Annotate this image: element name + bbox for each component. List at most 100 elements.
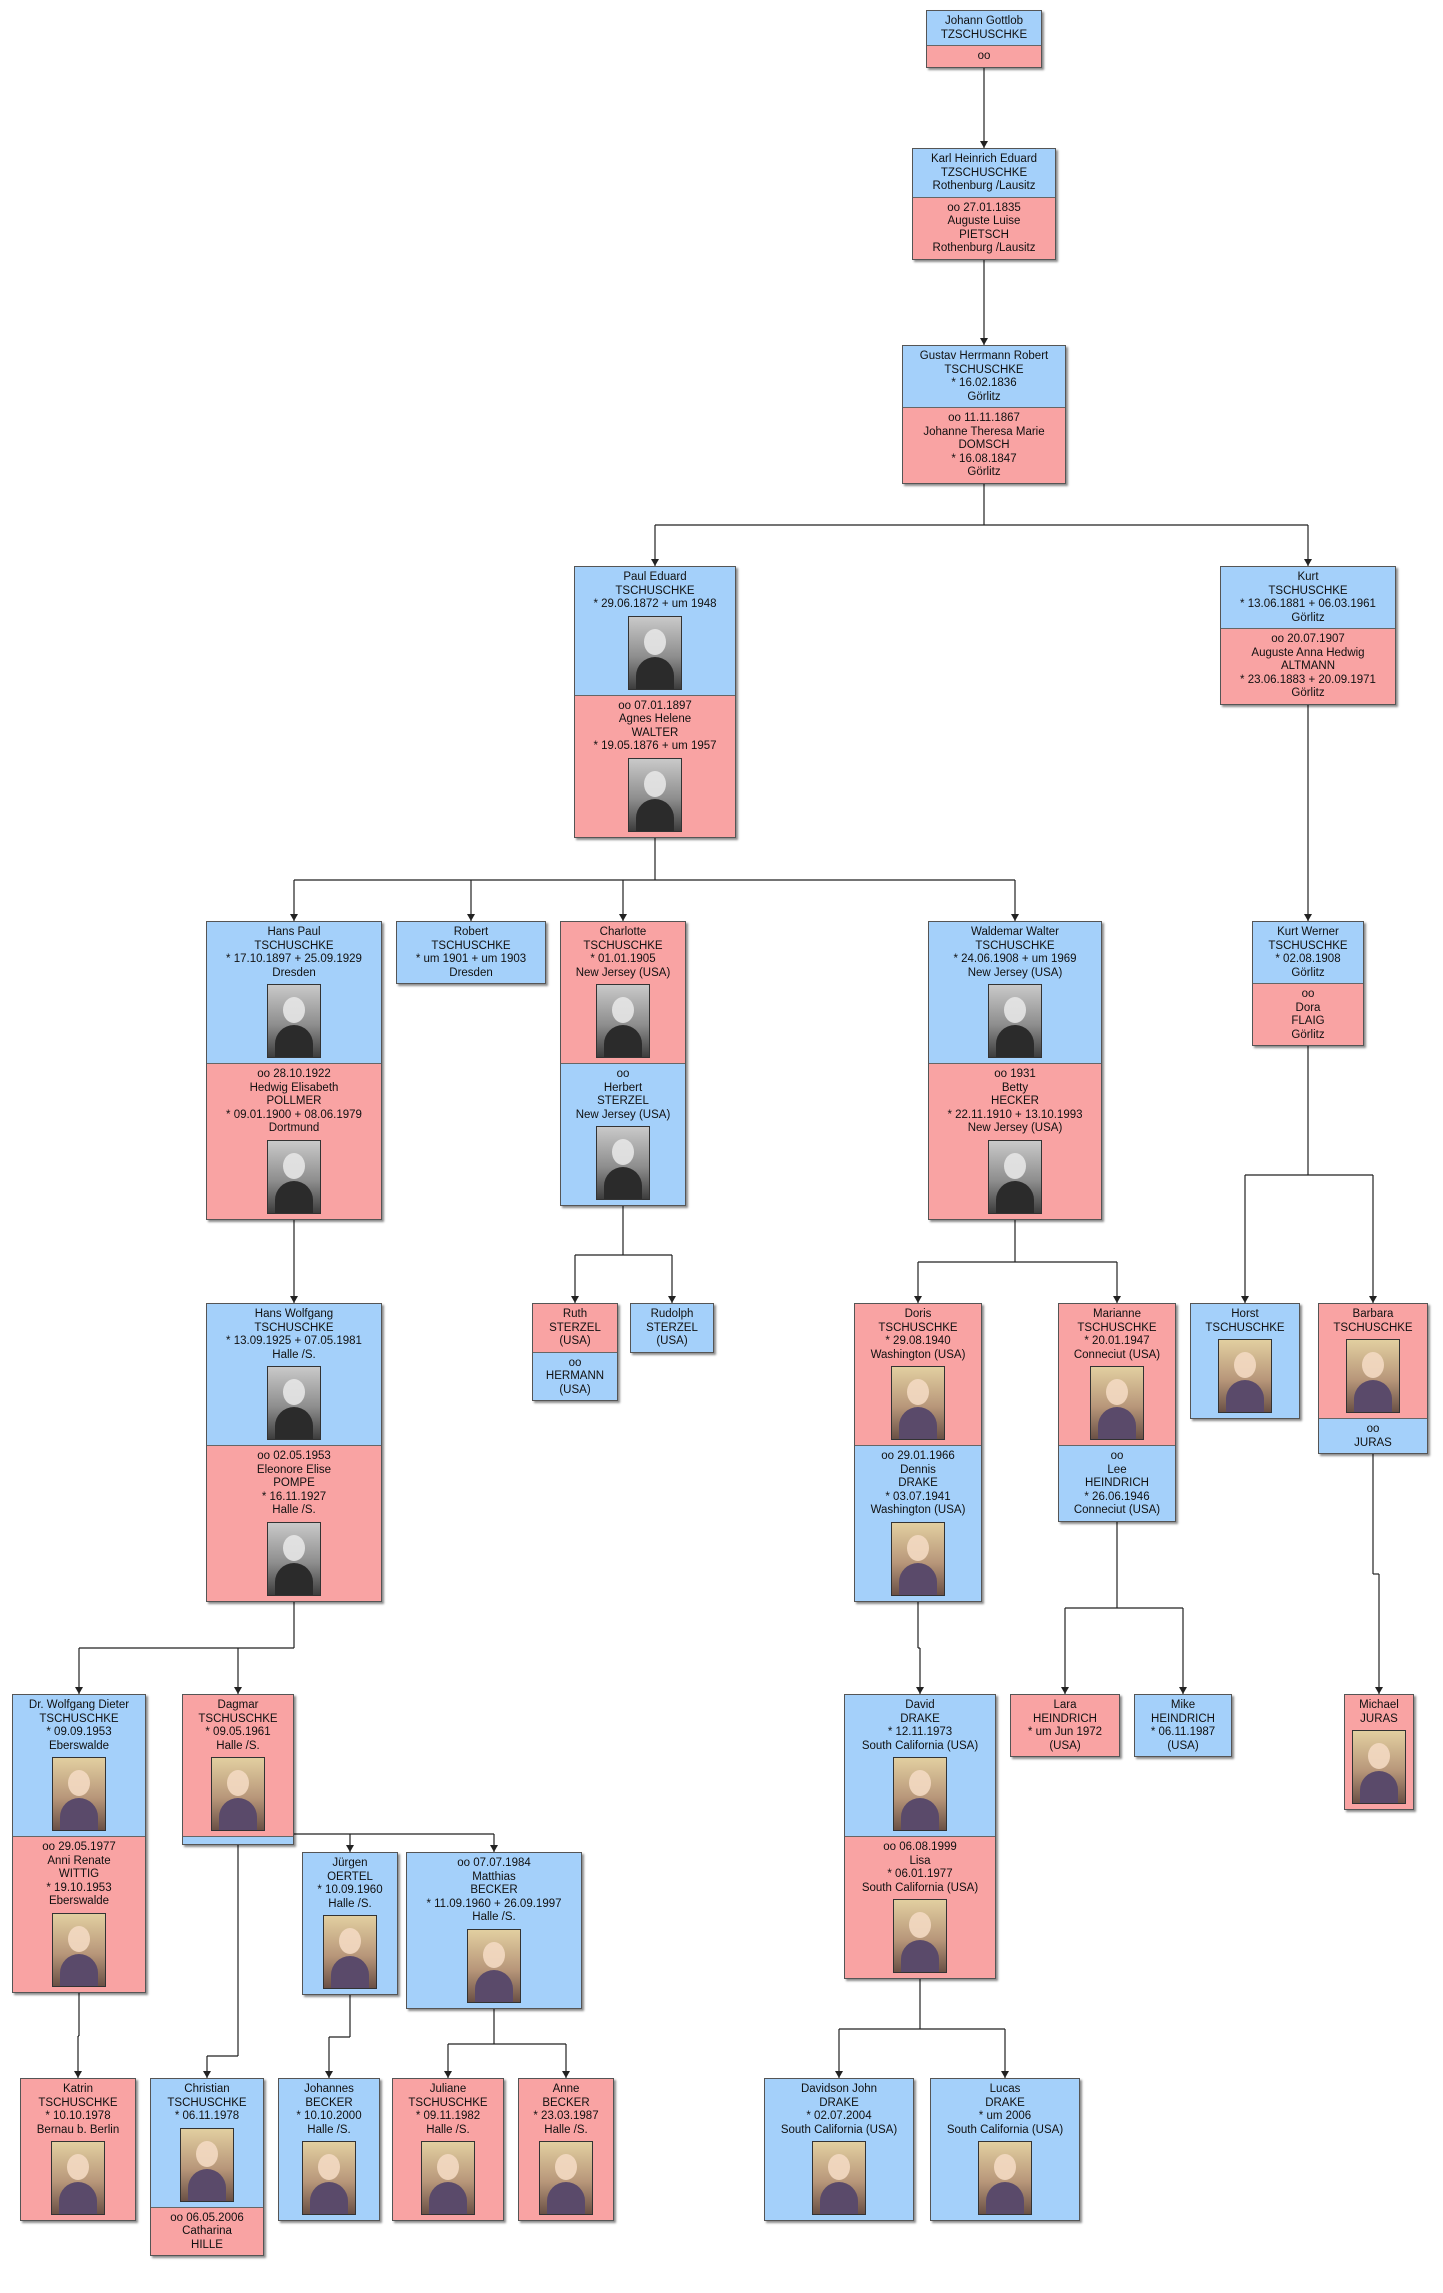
person-info-line: JURAS: [1360, 1712, 1398, 1725]
portrait-photo: [1352, 1730, 1406, 1804]
person-info-line: South California (USA): [861, 1739, 979, 1752]
person-info-line: * 13.09.1925 + 07.05.1981: [226, 1335, 362, 1347]
person-info-line: Halle /S.: [272, 1504, 316, 1516]
portrait-photo: [180, 2127, 234, 2202]
person-info-line: * 23.06.1883 + 20.09.1971: [1240, 673, 1376, 686]
person-info-line: Barbara: [1352, 1308, 1394, 1320]
person-info-line: Eberswalde: [48, 1895, 110, 1907]
portrait-photo: [539, 2141, 593, 2215]
person-info-line: TSCHUSCHKE: [615, 584, 695, 597]
person-info-line: Ruth: [562, 1308, 588, 1320]
person-info-line: Karl Heinrich Eduard: [930, 153, 1038, 165]
person-info-line: * 02.08.1908: [1275, 953, 1341, 965]
person-info-line: HECKER: [991, 1095, 1039, 1107]
person-info-line: * 16.11.1927: [261, 1490, 327, 1503]
person-info-line: * um 2006: [978, 2110, 1032, 2122]
person-info-line: STERZEL: [646, 1321, 698, 1334]
person-info-line: Mike: [1170, 1699, 1196, 1711]
person-info-line: * 09.05.1961: [205, 1726, 271, 1738]
person-info-line: Kurt: [1297, 571, 1319, 583]
person-info-line: HERMANN: [545, 1370, 605, 1382]
person-info-line: Dagmar: [217, 1699, 259, 1711]
person-info-line: BECKER: [470, 1884, 518, 1896]
person-info-line: Katrin: [62, 2083, 94, 2095]
person-info-line: * 29.08.1940: [885, 1335, 951, 1347]
person-info-line: Anne: [552, 2083, 580, 2095]
person-info-line: oo 1931: [994, 1068, 1036, 1080]
person-info-line: Doris: [904, 1308, 932, 1320]
person-info-line: HEINDRICH: [1033, 1712, 1097, 1725]
person-info-line: oo: [616, 1068, 630, 1080]
person-info-line: Conneciut (USA): [1073, 1504, 1161, 1516]
person-info-line: oo 29.01.1966: [881, 1450, 955, 1462]
person-info-line: (USA): [559, 1383, 591, 1396]
person-info-line: * 23.03.1987: [533, 2110, 599, 2122]
person-info-line: oo: [1301, 988, 1315, 1000]
person-info-line: POLLMER: [266, 1095, 322, 1107]
person-info-line: * 24.06.1908 + um 1969: [953, 953, 1077, 965]
portrait-photo: [323, 1915, 377, 1989]
person-info-line: oo 06.05.2006: [170, 2211, 244, 2224]
person-info-line: * 29.06.1872 + um 1948: [593, 598, 717, 610]
person-info-line: Dr. Wolfgang Dieter: [28, 1699, 130, 1711]
person-info-line: Görlitz: [967, 390, 1001, 403]
person-info-line: * 02.07.2004: [806, 2110, 872, 2122]
portrait-photo: [1090, 1366, 1144, 1440]
person-info-line: oo: [977, 50, 991, 62]
person-info-line: BECKER: [305, 2096, 353, 2109]
person-info-line: Dresden: [449, 966, 493, 979]
person-info-line: * 09.09.1953: [46, 1726, 112, 1738]
person-info-line: Davidson John: [800, 2083, 878, 2095]
person-info-line: * 26.06.1946: [1084, 1490, 1150, 1503]
portrait-photo: [467, 1928, 521, 2003]
person-info-line: PIETSCH: [959, 228, 1009, 241]
person-info-line: * um Jun 1972: [1027, 1726, 1103, 1738]
person-info-line: oo 28.10.1922: [257, 1068, 331, 1080]
person-info-line: JURAS: [1354, 1436, 1392, 1449]
person-info-line: WITTIG: [58, 1868, 100, 1880]
person-info-line: TZSCHUSCHKE: [940, 28, 1028, 41]
